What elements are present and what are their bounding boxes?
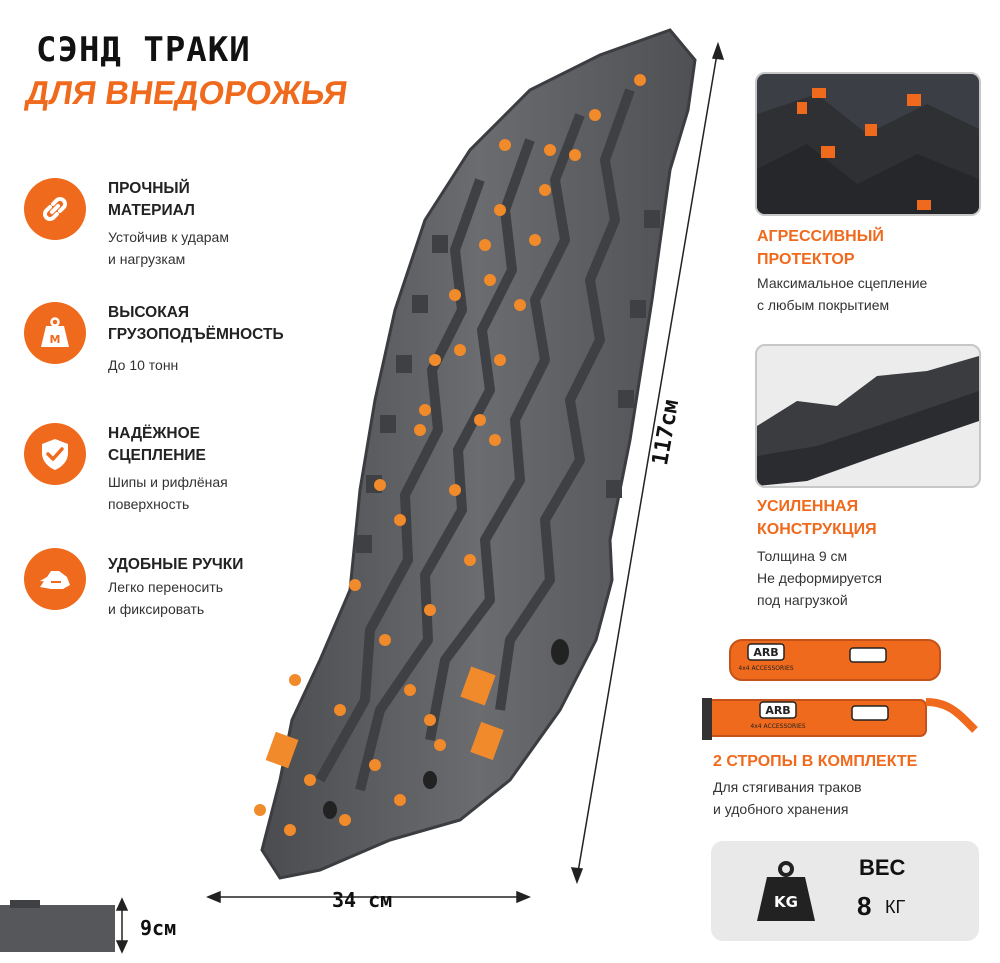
feature-title: УДОБНЫЕ РУЧКИ xyxy=(108,556,244,573)
sand-track-illustration xyxy=(254,28,697,880)
kettlebell-icon-text: KG xyxy=(774,893,798,911)
strap-logo: ARB xyxy=(753,646,778,659)
width-label: 34 см xyxy=(332,888,393,912)
panel-title: УСИЛЕННАЯ КОНСТРУКЦИЯ xyxy=(757,498,877,538)
feature-material: ПРОЧНЫЙ МАТЕРИАЛ Устойчив к ударам и наг… xyxy=(24,178,324,267)
strap-subtext-2: 4x4 ACCESSORIES xyxy=(750,723,805,730)
weight-box: KG ВЕС 8 КГ xyxy=(711,841,979,941)
feature-desc: До 10 тонн xyxy=(108,357,179,373)
title-line-1: СЭНД ТРАКИ xyxy=(36,30,251,70)
feature-grip: НАДЁЖНОЕ СЦЕПЛЕНИЕ Шипы и рифлёная повер… xyxy=(24,423,324,512)
panel-desc: Толщина 9 см Не деформируется под нагруз… xyxy=(757,548,882,608)
feature-desc: Шипы и рифлёная поверхность xyxy=(108,474,228,512)
height-label: 9см xyxy=(140,916,177,940)
length-line xyxy=(576,47,719,879)
shield-check-icon xyxy=(24,423,86,485)
panel-title: 2 СТРОПЫ В КОМПЛЕКТЕ xyxy=(713,753,918,770)
construction-photo xyxy=(755,344,981,488)
feature-capacity: M ВЫСОКАЯ ГРУЗОПОДЪЁМНОСТЬ До 10 тонн xyxy=(24,302,324,382)
tread-ridges xyxy=(315,88,635,792)
orange-blocks xyxy=(265,666,504,769)
weight-label: ВЕС xyxy=(859,855,906,880)
feature-title: ВЫСОКАЯ ГРУЗОПОДЪЁМНОСТЬ xyxy=(108,304,284,343)
mounting-holes xyxy=(323,639,569,819)
weight-icon-letter: M xyxy=(50,333,61,346)
straps-illustration: ARB ARB 4x4 ACCESSORIES 4x4 ACCESSORIES xyxy=(702,639,978,740)
feature-title: НАДЁЖНОЕ СЦЕПЛЕНИЕ xyxy=(108,425,206,464)
strap-subtext: 4x4 ACCESSORIES xyxy=(738,665,793,672)
feature-desc: Легко переносить и фиксировать xyxy=(108,579,224,617)
strap-logo-2: ARB xyxy=(765,704,790,717)
panel-desc: Для стягивания траков и удобного хранени… xyxy=(713,779,862,817)
tread-photo xyxy=(755,72,981,216)
feature-title: ПРОЧНЫЙ МАТЕРИАЛ xyxy=(108,180,195,219)
weight-unit: КГ xyxy=(885,897,906,917)
weight-value: 8 xyxy=(857,891,872,921)
hand-grip-icon xyxy=(24,548,86,610)
kettlebell-icon: KG xyxy=(757,861,815,921)
feature-desc: Устойчив к ударам и нагрузкам xyxy=(108,229,229,267)
chain-link-icon xyxy=(24,178,86,240)
profile-view xyxy=(0,905,115,952)
panel-title: АГРЕССИВНЫЙ ПРОТЕКТОР xyxy=(757,228,884,268)
feature-handles: УДОБНЫЕ РУЧКИ Легко переносить и фиксиро… xyxy=(24,548,324,628)
weight-icon: M xyxy=(24,302,86,364)
panel-desc: Максимальное сцепление с любым покрытием xyxy=(757,275,928,313)
